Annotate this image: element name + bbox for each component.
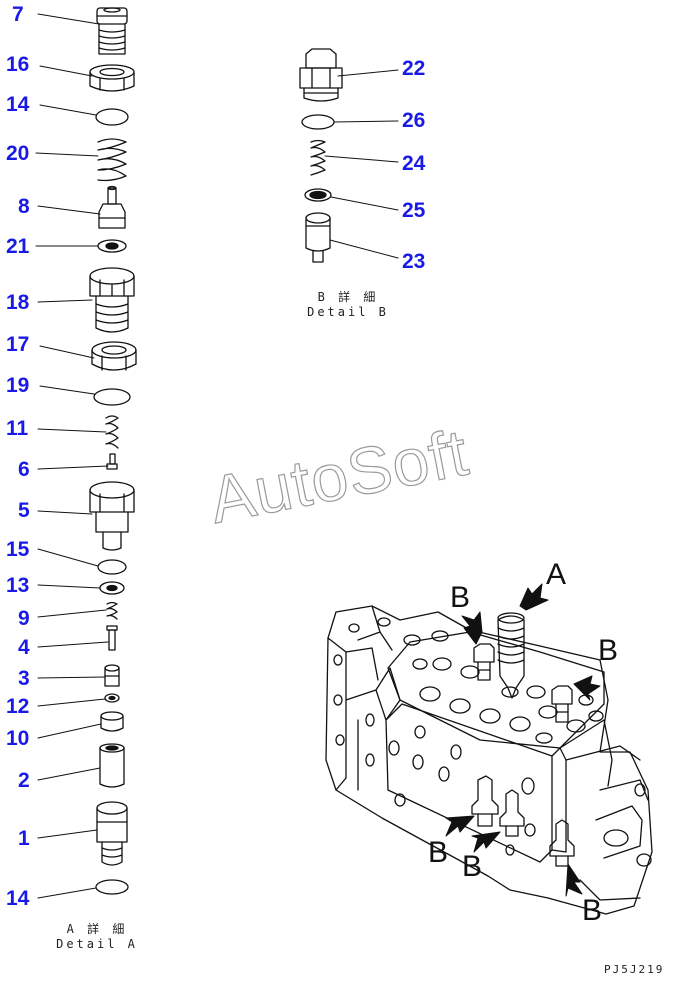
part-9-spring (106, 601, 118, 620)
part-22-cap (299, 48, 343, 102)
part-11-spring (105, 415, 119, 449)
part-label: 11 (6, 417, 29, 440)
callout-b: B (598, 634, 619, 667)
part-25-seal (304, 188, 332, 202)
part-label: 9 (18, 607, 30, 630)
part-2-spool (99, 743, 125, 788)
part-26-oring (301, 114, 335, 130)
part-label: 21 (6, 235, 30, 258)
part-15-oring (97, 559, 127, 575)
part-label: 14 (6, 887, 30, 910)
part-label: 1 (18, 827, 30, 850)
callout-b: B (450, 581, 471, 614)
part-17-nut (91, 341, 137, 371)
part-18-housing (89, 267, 135, 333)
part-label: 19 (6, 374, 30, 397)
part-13-seal (99, 581, 125, 595)
part-21-seal (97, 239, 127, 253)
part-20-spring (97, 138, 127, 182)
part-10-ring (100, 711, 124, 732)
part-label: 18 (6, 291, 30, 314)
part-3-collar (104, 664, 120, 687)
detail-a-caption-en: Detail A (56, 937, 138, 951)
part-label: 25 (402, 199, 426, 222)
part-4-pin (106, 625, 118, 651)
part-14-oring (95, 108, 129, 126)
part-label: 3 (18, 667, 30, 690)
detail-a-caption-jp: A 詳 細 (66, 922, 128, 936)
part-24-spring (310, 139, 326, 176)
part-label: 13 (6, 574, 30, 597)
part-label: 17 (6, 333, 30, 356)
part-14-oring-bottom (95, 879, 129, 895)
part-label: 14 (6, 93, 30, 116)
part-6-pin (106, 453, 118, 470)
detail-b-leaders (324, 69, 399, 259)
part-label: 24 (402, 152, 426, 175)
detail-b-caption-en: Detail B (307, 305, 389, 319)
part-23-plug (305, 212, 331, 263)
part-16-nut (89, 64, 135, 92)
part-label: 22 (402, 57, 426, 80)
part-label: 20 (6, 142, 30, 165)
callout-arrows (445, 583, 601, 897)
part-7-plug (96, 7, 128, 55)
part-label: 6 (18, 458, 30, 481)
part-label: 15 (6, 538, 30, 561)
part-12-seal (104, 693, 120, 703)
part-5-sleeve (89, 481, 135, 551)
part-label: 5 (18, 499, 30, 522)
detail-b-caption-jp: B 詳 細 (317, 290, 379, 304)
detail-a-leaders (35, 13, 109, 899)
part-label: 26 (402, 109, 426, 132)
part-label: 8 (18, 195, 30, 218)
part-label: 10 (6, 727, 30, 750)
part-19-oring (93, 388, 131, 406)
part-label: 12 (6, 695, 30, 718)
callout-b: B (582, 894, 603, 927)
callout-a: A (546, 558, 567, 591)
callout-b: B (428, 836, 449, 869)
part-label: 16 (6, 53, 30, 76)
drawing-code: PJ5J219 (604, 963, 665, 976)
detail-a-caption: A 詳 細 Detail A (52, 922, 142, 952)
callout-b: B (462, 850, 483, 883)
part-1-body (96, 801, 128, 866)
part-label: 23 (402, 250, 426, 273)
part-label: 2 (18, 769, 30, 792)
valve-assembly-drawing (325, 605, 653, 915)
part-label: 4 (18, 636, 30, 659)
part-label: 7 (12, 3, 24, 26)
part-8-poppet (98, 185, 126, 229)
detail-b-caption: B 詳 細 Detail B (306, 290, 390, 320)
